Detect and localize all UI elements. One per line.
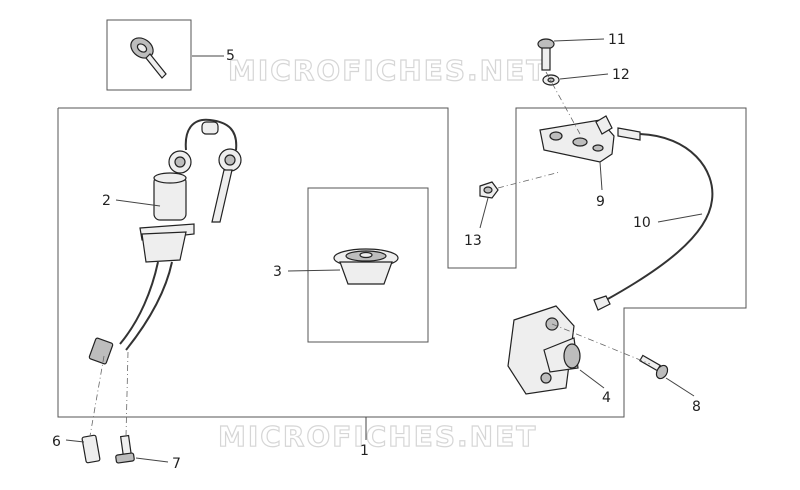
watermark-top: MICROFICHES.NET: [228, 54, 547, 87]
callout-2: 2: [102, 193, 111, 209]
bracket-9: [539, 115, 615, 163]
callout-3: 3: [273, 264, 282, 280]
callout-8: 8: [692, 399, 701, 415]
leader-10: [657, 213, 703, 223]
cable-10: [593, 127, 714, 311]
leader-9: [599, 161, 603, 191]
align-line-1: [545, 71, 581, 135]
cap-box: [307, 187, 429, 343]
leader-4: [579, 369, 605, 389]
key-icon: [130, 37, 167, 79]
callout-13: 13: [464, 233, 482, 249]
callout-1: 1: [360, 443, 369, 459]
align-line-3: [551, 323, 651, 365]
cap-part: [333, 248, 399, 285]
setscrew-6: [81, 434, 101, 464]
callout-4: 4: [602, 390, 611, 406]
callout-9: 9: [596, 194, 605, 210]
callout-7: 7: [172, 456, 181, 472]
leader-13: [479, 197, 489, 229]
nut-13: [479, 181, 499, 199]
callout-5: 5: [226, 48, 235, 64]
watermark-bottom: MICROFICHES.NET: [218, 420, 537, 453]
ignition-lock: [88, 118, 242, 365]
callout-10: 10: [633, 215, 651, 231]
align-line-5: [125, 351, 129, 437]
callout-12: 12: [612, 67, 630, 83]
screw-8: [639, 354, 669, 380]
screw-7: [115, 434, 135, 464]
align-line-4: [89, 355, 105, 437]
leader-3: [287, 269, 341, 272]
washer-12: [542, 74, 560, 86]
leader-8: [665, 377, 695, 397]
leader-6: [65, 439, 85, 443]
leader-11: [553, 38, 605, 42]
leader-12: [559, 73, 609, 80]
callout-11: 11: [608, 32, 626, 48]
key-box: [106, 19, 192, 91]
seat-lock-4: [507, 305, 581, 395]
callout-6: 6: [52, 434, 61, 450]
assembly-frame: [57, 107, 747, 418]
leader-2: [115, 199, 161, 207]
leader-7: [135, 457, 169, 463]
align-line-2: [497, 171, 561, 189]
screw-11: [537, 38, 555, 71]
